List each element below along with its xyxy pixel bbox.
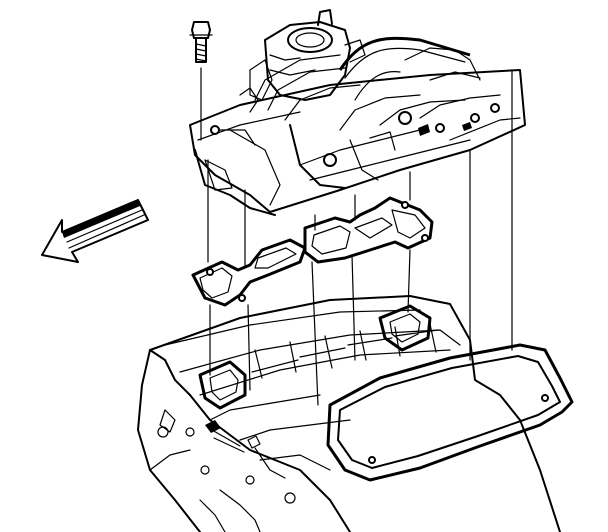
front-end-seal bbox=[326, 343, 574, 482]
left-intake-gasket bbox=[191, 238, 307, 307]
right-intake-gasket bbox=[303, 196, 434, 264]
alignment-lines bbox=[200, 67, 513, 406]
direction-arrow bbox=[41, 199, 149, 263]
block-intake-port-right bbox=[378, 304, 432, 352]
bolt bbox=[189, 21, 213, 63]
engine-block bbox=[137, 295, 561, 532]
intake-manifold bbox=[189, 36, 526, 216]
block-intake-port-left bbox=[198, 360, 247, 410]
carburetor bbox=[239, 9, 366, 113]
